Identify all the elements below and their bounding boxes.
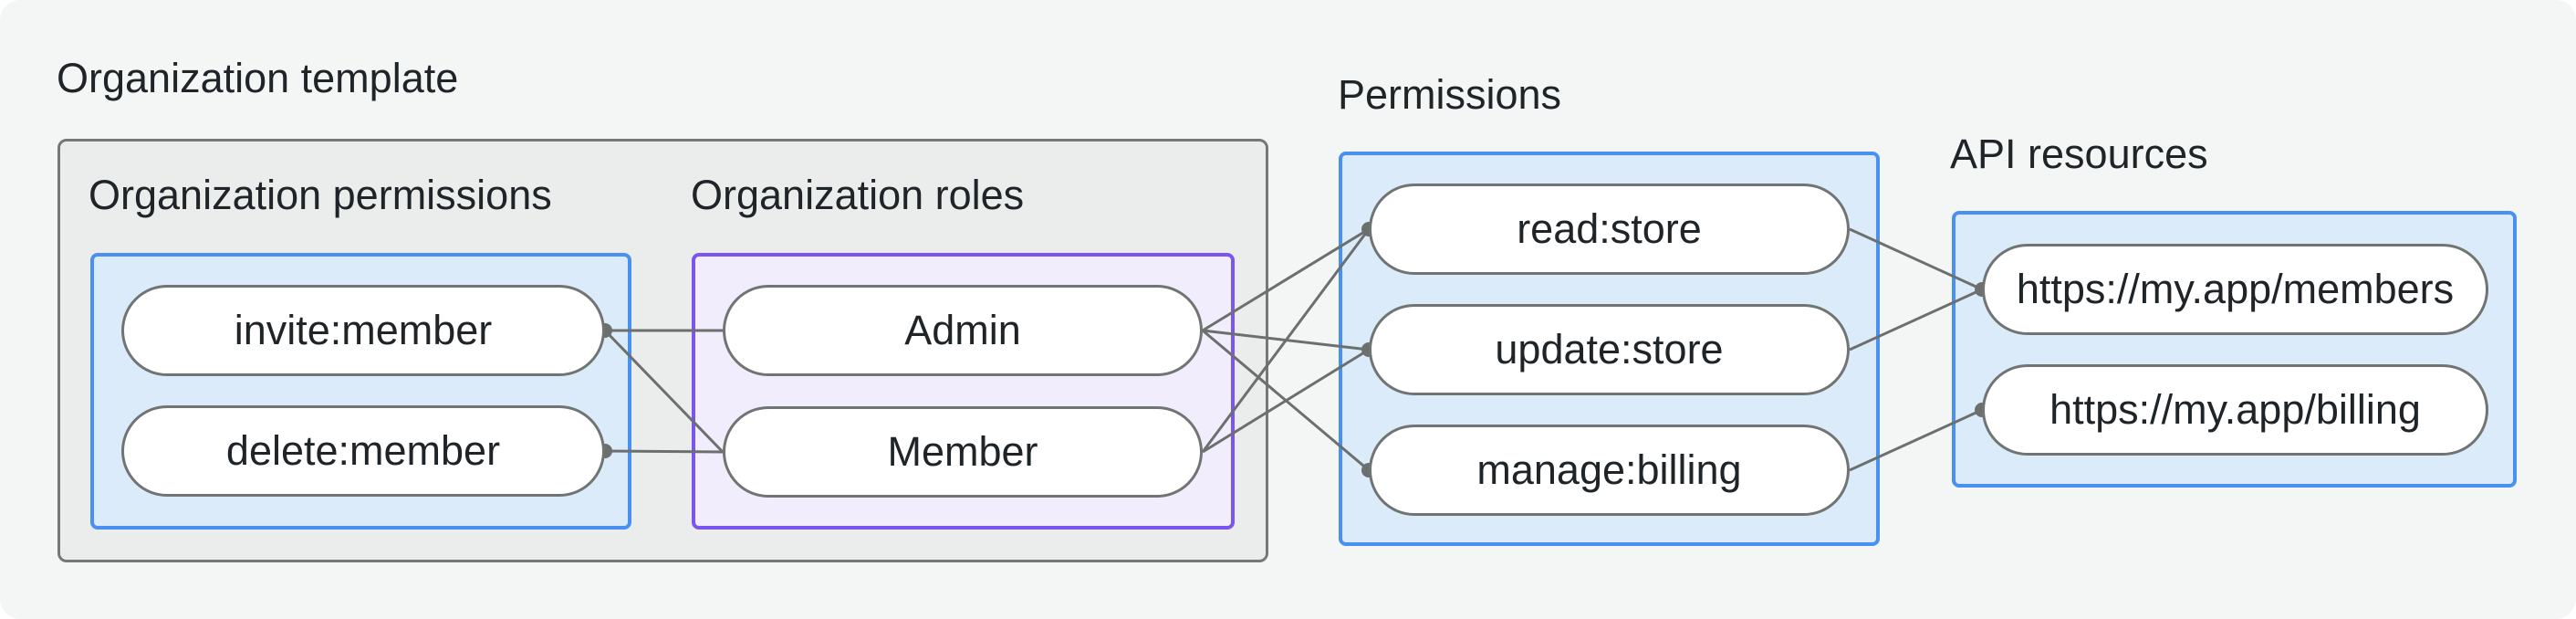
api-resources-label: API resources — [1950, 131, 2208, 177]
org-template-label: Organization template — [57, 55, 459, 101]
edge-manage-billing_api — [1849, 408, 1983, 472]
node-delete-member: delete:member — [121, 405, 605, 497]
edge-member-update — [1202, 348, 1370, 454]
org-permissions-label: Organization permissions — [89, 172, 552, 218]
node-api-billing: https://my.app/billing — [1982, 364, 2488, 456]
edge-delete-member — [604, 449, 724, 454]
node-api-members: https://my.app/members — [1982, 244, 2488, 335]
edge-invite-member — [603, 329, 725, 454]
permissions-label: Permissions — [1338, 71, 1562, 118]
edge-read-members_api — [1849, 227, 1983, 291]
node-member-role: Member — [723, 406, 1203, 498]
node-invite-member: invite:member — [121, 285, 605, 376]
node-read-store: read:store — [1369, 184, 1850, 275]
node-update-store: update:store — [1369, 304, 1850, 395]
edge-admin-read — [1202, 227, 1370, 332]
node-admin-role: Admin — [723, 285, 1203, 376]
edge-update-members_api — [1849, 288, 1983, 351]
edge-member-read — [1201, 228, 1371, 453]
org-roles-label: Organization roles — [691, 172, 1025, 218]
node-manage-billing: manage:billing — [1369, 425, 1850, 516]
